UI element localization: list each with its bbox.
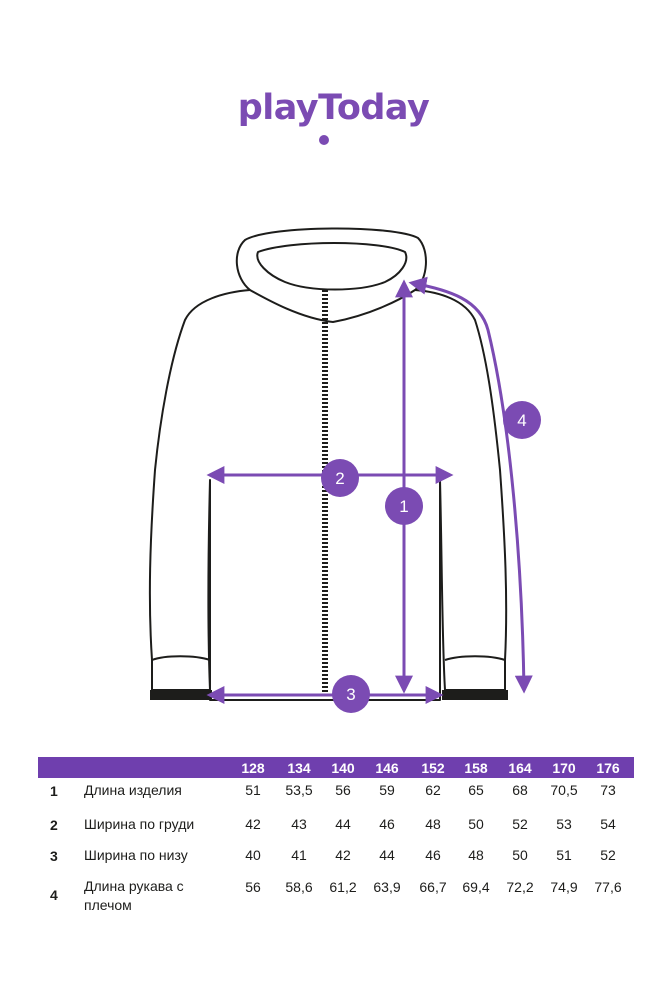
- hem-band-right: [442, 690, 508, 700]
- table-cell: 62: [425, 782, 441, 798]
- table-cell: 44: [335, 816, 351, 832]
- table-cell: 52: [600, 847, 616, 863]
- svg-text:2: 2: [335, 469, 344, 488]
- size-table-header: [38, 757, 634, 778]
- size-header: 140: [331, 760, 355, 776]
- size-header: 134: [287, 760, 311, 776]
- svg-text:3: 3: [346, 685, 355, 704]
- table-cell: 73: [600, 782, 616, 798]
- body: [148, 289, 508, 701]
- table-cell: 50: [468, 816, 484, 832]
- table-cell: 42: [335, 847, 351, 863]
- cuff-right: [444, 655, 506, 661]
- table-cell: 54: [600, 816, 616, 832]
- table-cell: 56: [335, 782, 351, 798]
- row-label: Длина рукава с плечом: [84, 878, 184, 913]
- table-cell: 46: [379, 816, 395, 832]
- table-cell: 59: [379, 782, 395, 798]
- table-cell: 65: [468, 782, 484, 798]
- marker-3: 3: [332, 675, 370, 713]
- svg-text:1: 1: [399, 497, 408, 516]
- table-cell: 63,9: [373, 879, 401, 895]
- marker-2: 2: [321, 459, 359, 497]
- logo-dot: [319, 135, 329, 145]
- table-cell: 42: [245, 816, 261, 832]
- marker-1: 1: [385, 487, 423, 525]
- table-cell: 48: [468, 847, 484, 863]
- row-label: Ширина по низу: [84, 847, 188, 863]
- hem-band-left: [150, 690, 212, 700]
- table-cell: 66,7: [419, 879, 447, 895]
- table-cell: 43: [291, 816, 307, 832]
- row-number: 3: [50, 848, 58, 864]
- size-header: 170: [552, 760, 576, 776]
- row-label: Ширина по груди: [84, 816, 195, 832]
- marker-4: 4: [503, 401, 541, 439]
- row-number: 1: [50, 783, 58, 799]
- table-cell: 56: [245, 879, 261, 895]
- table-cell: 48: [425, 816, 441, 832]
- table-cell: 44: [379, 847, 395, 863]
- svg-text:4: 4: [517, 411, 526, 430]
- size-header: 176: [596, 760, 620, 776]
- table-cell: 51: [245, 782, 261, 798]
- table-cell: 52: [512, 816, 528, 832]
- table-cell: 77,6: [594, 879, 622, 895]
- size-header: 146: [375, 760, 399, 776]
- row-label: Длина изделия: [84, 782, 182, 798]
- table-cell: 69,4: [462, 879, 490, 895]
- size-header: 128: [241, 760, 265, 776]
- table-cell: 74,9: [550, 879, 578, 895]
- table-cell: 46: [425, 847, 441, 863]
- table-cell: 50: [512, 847, 528, 863]
- cuff-left: [151, 655, 211, 661]
- table-cell: 58,6: [285, 879, 313, 895]
- table-cell: 72,2: [506, 879, 534, 895]
- row-number: 2: [50, 817, 58, 833]
- size-header: 164: [508, 760, 532, 776]
- table-cell: 53: [556, 816, 572, 832]
- table-cell: 61,2: [329, 879, 357, 895]
- table-cell: 68: [512, 782, 528, 798]
- table-cell: 51: [556, 847, 572, 863]
- arrow-sleeve: [408, 276, 533, 694]
- hood-inner: [256, 242, 408, 291]
- table-cell: 40: [245, 847, 261, 863]
- size-header: 152: [421, 760, 445, 776]
- size-header: 158: [464, 760, 488, 776]
- table-cell: 70,5: [550, 782, 578, 798]
- jacket-diagram: 1 2 3 4: [148, 227, 541, 713]
- table-cell: 53,5: [285, 782, 313, 798]
- table-cell: 41: [291, 847, 307, 863]
- row-number: 4: [50, 887, 58, 903]
- brand-logo: playToday: [237, 88, 430, 128]
